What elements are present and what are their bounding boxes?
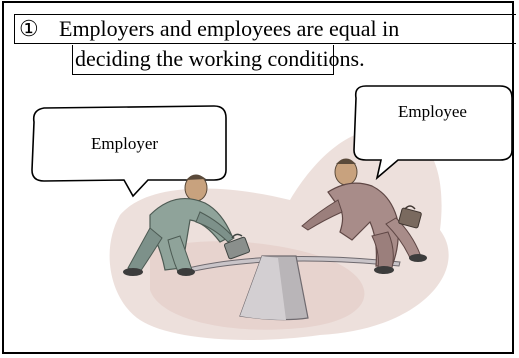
employee-speech-bubble bbox=[353, 85, 513, 181]
employee-label: Employee bbox=[398, 102, 467, 121]
employer-figure bbox=[123, 174, 251, 276]
employee-briefcase bbox=[398, 205, 422, 229]
employer-label: Employer bbox=[91, 134, 158, 153]
seesaw-plank bbox=[179, 256, 401, 275]
caption-line-1: ① Employers and employees are equal in bbox=[14, 14, 516, 44]
caption-line-2: deciding the working conditions. bbox=[72, 45, 365, 75]
seesaw-fulcrum bbox=[239, 255, 309, 321]
caption-text-1: Employers and employees are equal in bbox=[59, 16, 400, 41]
employer-speech-bubble bbox=[31, 105, 227, 198]
employer-briefcase bbox=[223, 233, 251, 260]
employee-figure bbox=[301, 158, 427, 274]
caption-number: ① bbox=[19, 16, 39, 41]
